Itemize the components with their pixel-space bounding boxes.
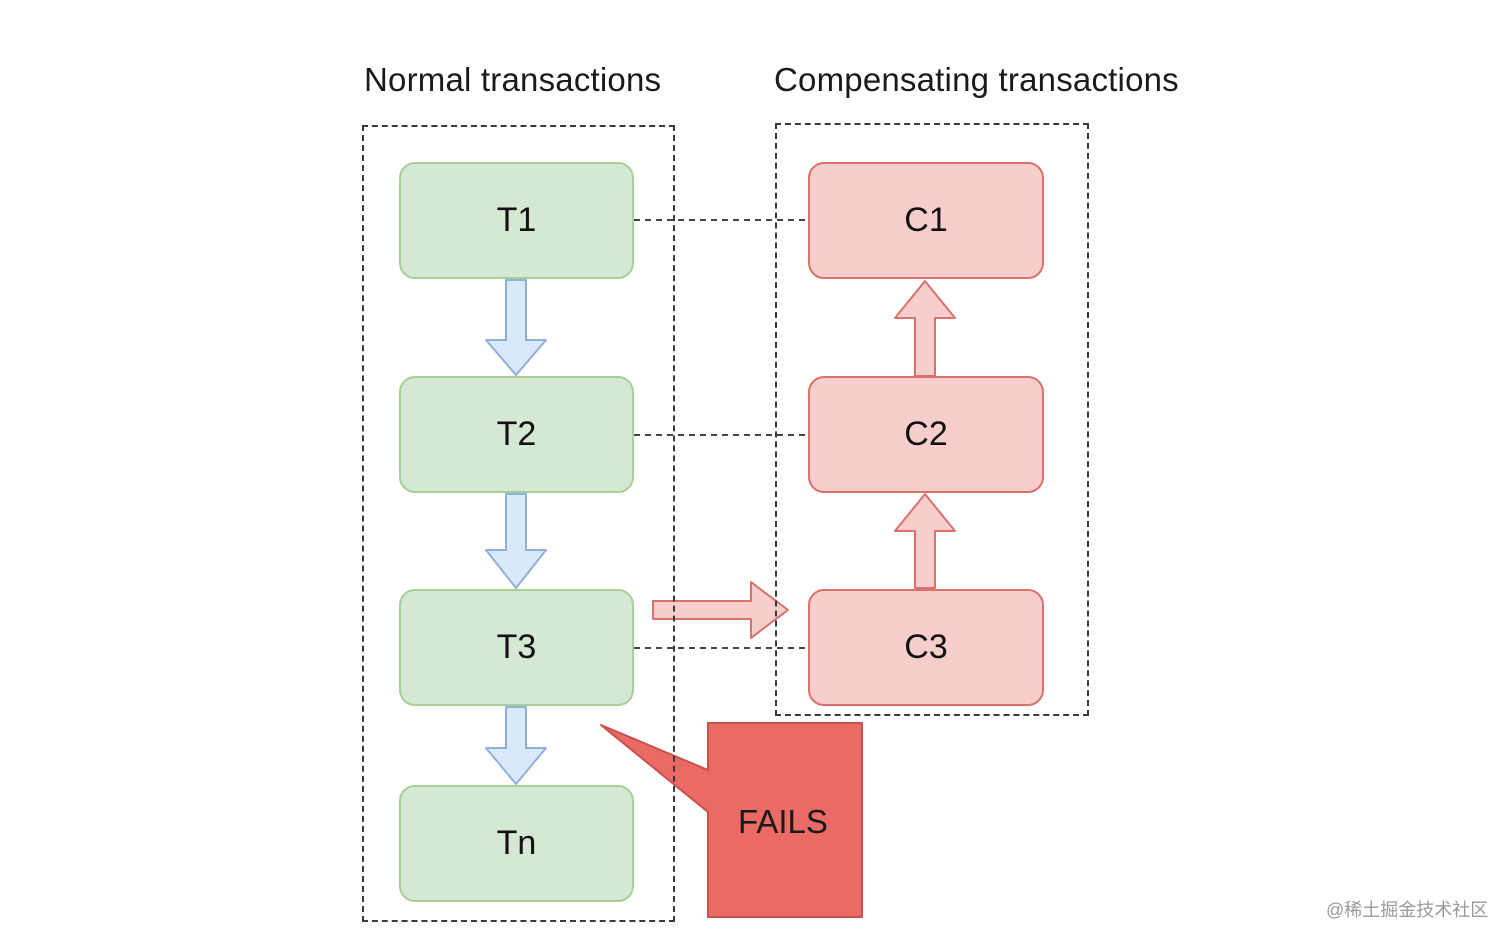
transaction-box-t2: T2 [399,376,634,493]
compensate-arrow-c2-c1 [894,280,956,377]
fails-callout [600,722,863,918]
fails-label: FAILS [738,803,828,840]
compensating-transactions-title: Compensating transactions [774,61,1179,98]
compensating-box-c2: C2 [808,376,1044,493]
compensating-box-c1: C1 [808,162,1044,279]
transaction-box-t1: T1 [399,162,634,279]
flow-arrow-t1-t2 [485,279,547,376]
watermark: @稀土掘金技术社区 [1326,900,1489,920]
compensating-box-c3: C3 [808,589,1044,706]
normal-transactions-group [362,125,675,922]
flow-arrow-t3-tn [485,706,547,785]
normal-transactions-title: Normal transactions [364,61,662,98]
transaction-box-t3: T3 [399,589,634,706]
flow-arrow-t2-t3 [485,493,547,589]
trigger-arrow-t3-c3 [652,581,789,639]
transaction-box-tn: Tn [399,785,634,902]
compensate-arrow-c3-c2 [894,493,956,589]
compensating-transactions-group [775,123,1089,716]
